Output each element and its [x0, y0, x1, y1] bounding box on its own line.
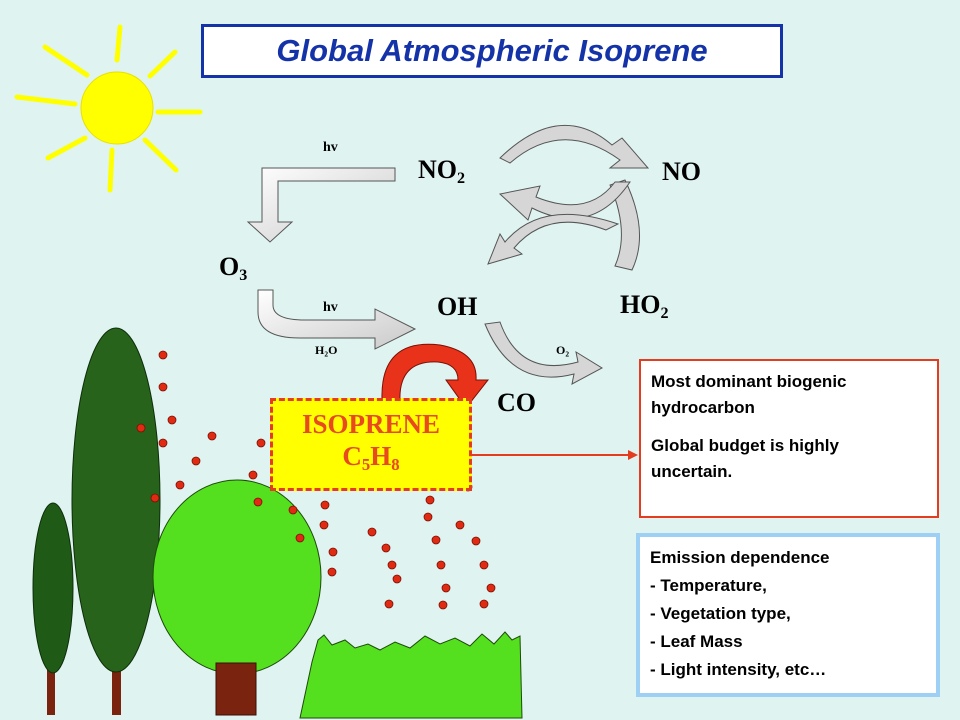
emission-dot — [253, 497, 263, 507]
tree-icon — [32, 502, 74, 715]
isoprene-name: ISOPRENE — [301, 409, 441, 439]
emission-dot — [431, 535, 441, 545]
emission-item: - Temperature, — [650, 576, 767, 595]
isoprene-formula: C5H8 — [342, 441, 400, 475]
emission-dot — [150, 493, 160, 503]
emission-dot — [423, 512, 433, 522]
sun-icon — [14, 24, 203, 193]
info-line: Global budget is highly — [651, 436, 839, 455]
tree-icon — [71, 327, 161, 715]
emission-item: - Leaf Mass — [650, 632, 743, 651]
emission-item: - Light intensity, etc… — [650, 660, 827, 679]
info-box-emission: Emission dependence - Temperature, - Veg… — [636, 533, 940, 697]
info-line: uncertain. — [651, 462, 733, 481]
species-o3: O3 — [219, 252, 248, 285]
emission-dot — [136, 423, 146, 433]
emission-dot — [438, 600, 448, 610]
emission-heading: Emission dependence — [650, 548, 830, 567]
emission-item: - Vegetation type, — [650, 604, 791, 623]
emission-dot — [288, 505, 298, 515]
emission-dot — [158, 350, 168, 360]
co-arrow-icon — [381, 343, 490, 409]
emission-dot — [392, 574, 402, 584]
emission-dot — [327, 567, 337, 577]
info-line: hydrocarbon — [651, 398, 755, 417]
emission-dot — [384, 599, 394, 609]
species-oh: OH — [437, 292, 478, 321]
emission-dot — [367, 527, 377, 537]
species-no: NO — [662, 157, 701, 186]
title-box: Global Atmospheric Isoprene — [201, 24, 783, 78]
emission-dot — [320, 500, 330, 510]
emission-dot — [158, 382, 168, 392]
emission-dot — [441, 583, 451, 593]
cycle-arrow-icon — [484, 124, 650, 385]
photolysis-arrow-no2-o3 — [246, 167, 396, 243]
species-ho2: HO2 — [620, 290, 669, 323]
label-o2: O2 — [556, 343, 570, 359]
label-h2o: H2O — [315, 343, 338, 359]
emission-dot — [295, 533, 305, 543]
emission-dot — [486, 583, 496, 593]
page-title: Global Atmospheric Isoprene — [276, 33, 708, 68]
isoprene-box: ISOPRENE C5H8 — [270, 398, 472, 491]
emission-dot — [191, 456, 201, 466]
species-co: CO — [497, 388, 536, 417]
emission-dot — [248, 470, 258, 480]
emission-dot — [381, 543, 391, 553]
emission-dot — [175, 480, 185, 490]
emission-dot — [387, 560, 397, 570]
species-no2: NO2 — [418, 155, 466, 188]
label-hv-top: hv — [323, 140, 338, 155]
emission-dot — [328, 547, 338, 557]
emission-dot — [256, 438, 266, 448]
shrub-icon — [299, 631, 523, 719]
emission-dot — [167, 415, 177, 425]
emission-dot — [436, 560, 446, 570]
emission-dot — [479, 599, 489, 609]
emission-dot — [471, 536, 481, 546]
photolysis-arrow-o3-oh — [257, 289, 417, 350]
tree-icon — [152, 479, 322, 716]
info-box-biogenic: Most dominant biogenic hydrocarbon Globa… — [639, 359, 939, 518]
emission-dot — [479, 560, 489, 570]
emission-dot — [455, 520, 465, 530]
emission-dot — [158, 438, 168, 448]
emission-dot — [319, 520, 329, 530]
connector-arrow — [472, 450, 638, 460]
emission-dot — [207, 431, 217, 441]
emission-dot — [425, 495, 435, 505]
label-hv-mid: hv — [323, 300, 338, 315]
info-line: Most dominant biogenic — [651, 372, 847, 391]
